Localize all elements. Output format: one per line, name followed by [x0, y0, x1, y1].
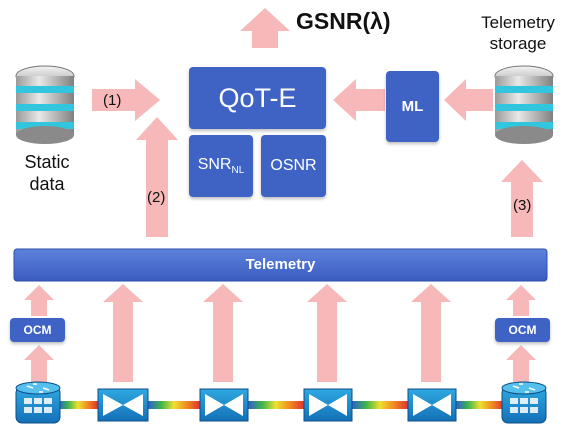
arrow-storage-to-ml: [444, 79, 493, 121]
ocm-right-label: OCM: [508, 323, 537, 337]
static-data-database-icon: [15, 65, 75, 144]
amplifier-3-icon: [303, 388, 353, 422]
ocm-left-box: OCM: [10, 318, 65, 342]
arrow-1: [92, 79, 160, 121]
arrow-3: [501, 160, 543, 237]
telemetry-storage-label: Telemetry storage: [481, 13, 555, 53]
arrow-ml-to-qote: [333, 79, 385, 121]
static-data-label: Static data: [24, 152, 70, 194]
router-node-right-icon: [501, 381, 547, 424]
qote-box: QoT-E: [189, 67, 326, 129]
bottom-arrows: [24, 284, 536, 382]
telemetry-bar-label: Telemetry: [245, 256, 316, 273]
ml-label: ML: [401, 98, 424, 115]
snr-nl-label: SNRNL: [197, 155, 245, 177]
telemetry-bar: [13, 248, 548, 282]
ocm-right-box: OCM: [495, 318, 550, 342]
snr-nl-box: SNRNL: [189, 135, 253, 197]
amplifier-4-icon: [407, 388, 457, 422]
osnr-box: OSNR: [261, 135, 326, 197]
amplifier-2-icon: [199, 388, 249, 422]
osnr-label: OSNR: [270, 157, 317, 174]
ml-box: ML: [386, 71, 439, 142]
fiber-links: [58, 401, 504, 409]
arrow-2-label: (2): [147, 189, 166, 206]
router-node-left-icon: [15, 381, 61, 424]
amplifier-1-icon: [97, 388, 149, 422]
arrow-3-label: (3): [513, 197, 532, 214]
qote-title: QoT-E: [218, 82, 297, 113]
gsnr-title: GSNR(λ): [296, 8, 391, 34]
ocm-left-label: OCM: [23, 323, 52, 337]
arrow-2: [136, 117, 178, 237]
telemetry-storage-database-icon: [494, 65, 554, 144]
output-arrow: [240, 8, 290, 48]
arrow-1-label: (1): [103, 92, 122, 109]
